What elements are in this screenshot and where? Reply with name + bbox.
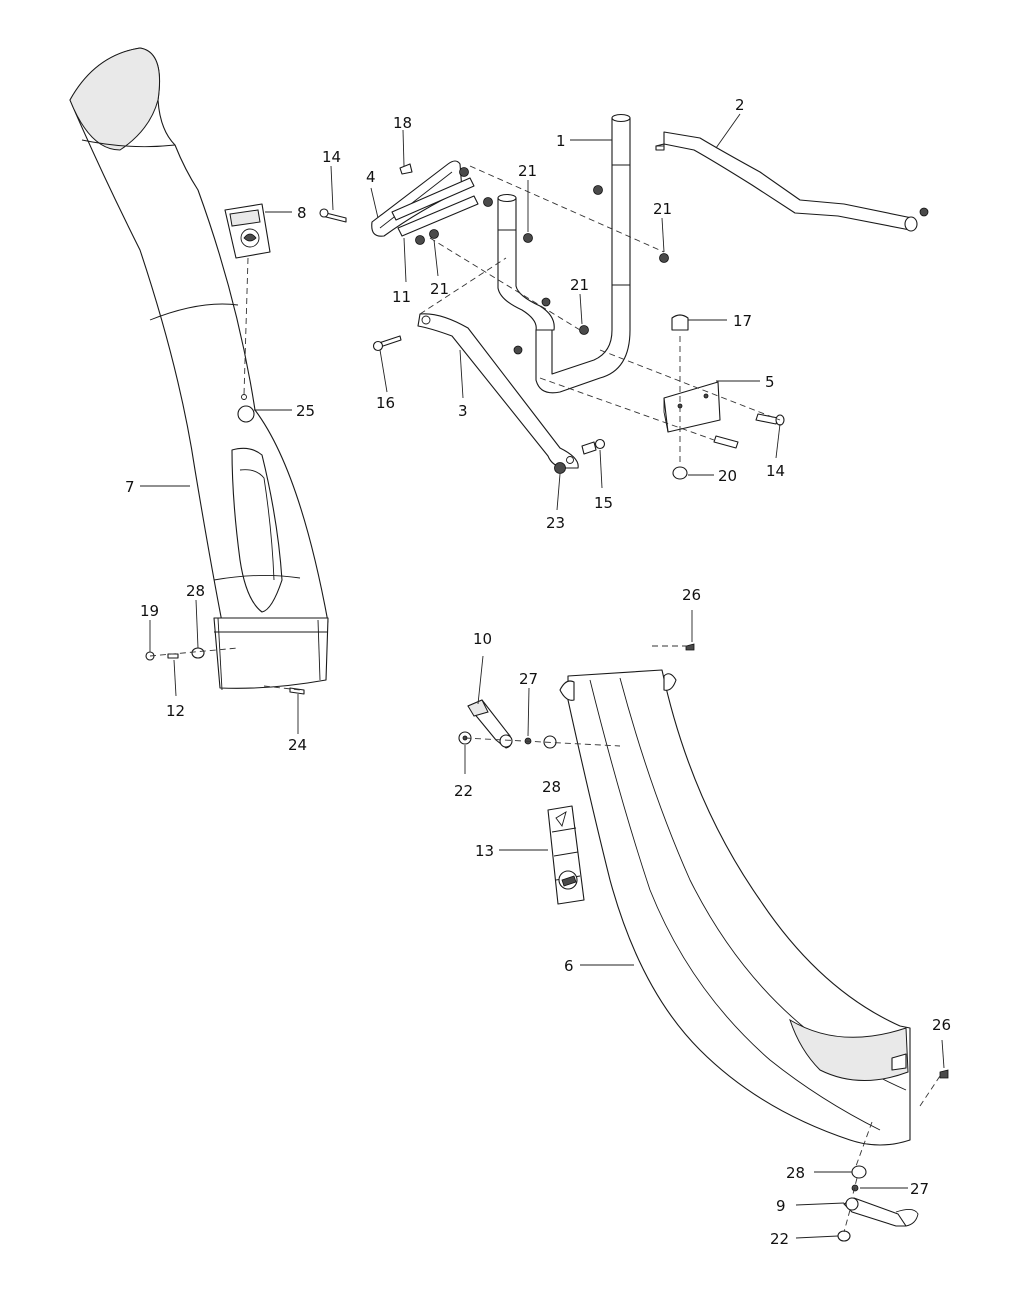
callout-4: 4 [366, 168, 376, 186]
callout-21-b: 21 [653, 200, 672, 218]
inner-tube [497, 193, 555, 331]
callout-24: 24 [288, 736, 307, 754]
callout-1: 1 [556, 132, 566, 150]
part-7-upper-chute [69, 47, 329, 691]
callout-28-mid: 28 [542, 778, 561, 796]
callout-17: 17 [733, 312, 752, 330]
callout-16: 16 [376, 394, 395, 412]
callout-19: 19 [140, 602, 159, 620]
callout-25: 25 [296, 402, 315, 420]
callout-2: 2 [735, 96, 745, 114]
part-13-decal [547, 805, 585, 905]
part-8-decal [224, 203, 271, 259]
callout-10: 10 [473, 630, 492, 648]
part-25-plug [237, 394, 255, 423]
part-1-u-tube [535, 113, 631, 394]
callout-15: 15 [594, 494, 613, 512]
callout-27-top: 27 [519, 670, 538, 688]
callout-5: 5 [765, 373, 775, 391]
callout-23: 23 [546, 514, 565, 532]
callout-8: 8 [297, 204, 307, 222]
callout-14-right: 14 [766, 462, 785, 480]
callout-21-c: 21 [570, 276, 589, 294]
callout-12: 12 [166, 702, 185, 720]
callout-20: 20 [718, 467, 737, 485]
part-10-lever [467, 699, 513, 749]
fasteners-top [319, 145, 785, 480]
callout-26-top: 26 [682, 586, 701, 604]
callout-28-left: 28 [186, 582, 205, 600]
part-6-lower-chute [559, 669, 911, 1146]
callout-13: 13 [475, 842, 494, 860]
callout-3: 3 [458, 402, 468, 420]
callout-9: 9 [776, 1197, 786, 1215]
callout-21-a: 21 [518, 162, 537, 180]
fasteners-lower [145, 643, 949, 1242]
callout-21-d: 21 [430, 280, 449, 298]
callout-28-bottom: 28 [786, 1164, 805, 1182]
callout-6: 6 [564, 957, 574, 975]
callout-14-left: 14 [322, 148, 341, 166]
part-11-bars [391, 177, 479, 237]
callout-11: 11 [392, 288, 411, 306]
callout-7: 7 [125, 478, 135, 496]
callout-22-bottom: 22 [770, 1230, 789, 1248]
callout-26-right: 26 [932, 1016, 951, 1034]
callout-27-bottom: 27 [910, 1180, 929, 1198]
callout-labels: 1 2 3 4 5 6 7 8 9 10 11 12 13 14 14 15 1… [125, 96, 951, 1248]
callout-22-left: 22 [454, 782, 473, 800]
part-2-link-rod [655, 131, 929, 232]
callout-18: 18 [393, 114, 412, 132]
part-5-plate [663, 381, 721, 433]
leader-lines [140, 113, 945, 1239]
